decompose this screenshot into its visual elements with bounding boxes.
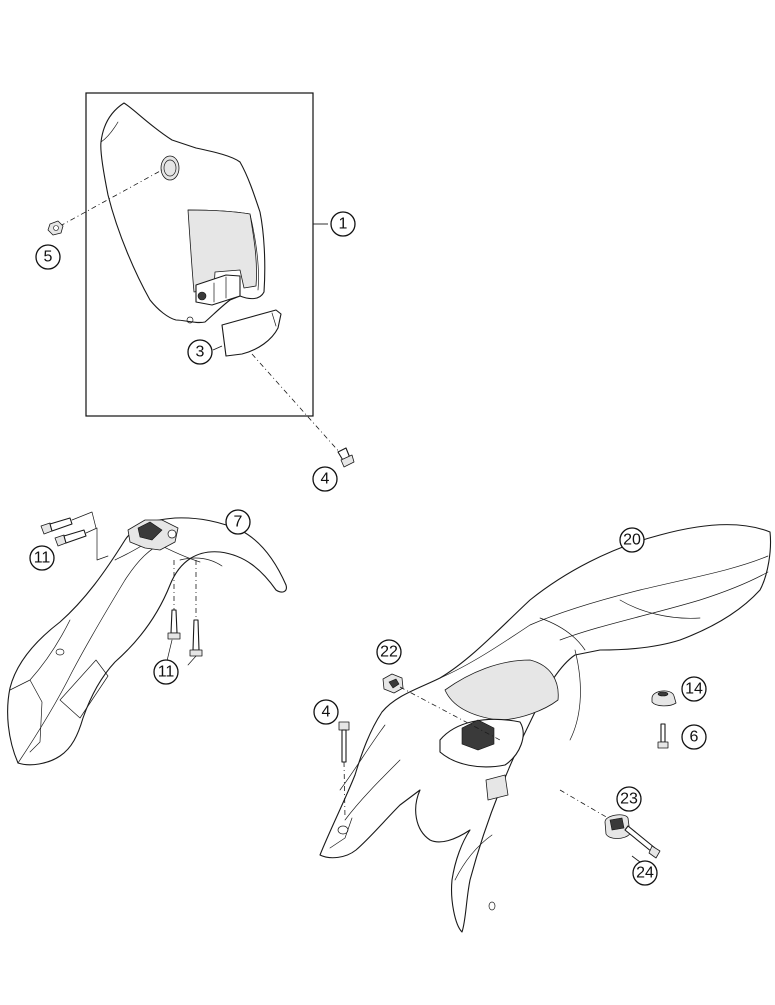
callout-1: 1: [330, 211, 356, 237]
callout-1-label: 1: [339, 216, 348, 233]
bushing-23: [604, 814, 631, 839]
leader-24: [631, 855, 641, 863]
rear-fender: [319, 524, 772, 933]
nut-22: [382, 673, 404, 694]
callout-4-top: 4: [312, 466, 338, 492]
assembly-frame: [85, 92, 314, 417]
leader-5-path: [59, 169, 163, 227]
leader-3: [212, 345, 223, 351]
leader-4b-path: [343, 761, 346, 819]
nut-5: [47, 220, 64, 236]
callout-11-bottom-label: 11: [158, 664, 175, 681]
callout-4-rear-label: 4: [322, 704, 331, 721]
leader-4a-path: [251, 353, 343, 456]
leader-23-path: [559, 789, 609, 819]
screw-4-rear: [338, 721, 350, 763]
screw-11-bottom-1: [167, 609, 181, 640]
callout-24-label: 24: [636, 865, 654, 882]
callout-3-label: 3: [196, 344, 205, 361]
callout-6-label: 6: [690, 729, 699, 746]
callout-11-top-label: 11: [34, 550, 51, 567]
screw-24: [624, 825, 661, 859]
callout-22: 22: [376, 639, 402, 665]
callout-24: 24: [632, 860, 658, 886]
callout-11-bottom: 11: [153, 659, 179, 685]
screw-11-top-2: [54, 529, 87, 547]
screw-6: [657, 723, 669, 749]
leader-22-path: [399, 686, 501, 741]
callout-14-label: 14: [685, 681, 703, 698]
callout-23: 23: [616, 786, 642, 812]
callout-3: 3: [187, 339, 213, 365]
callout-22-label: 22: [380, 644, 398, 661]
callout-7: 7: [225, 509, 251, 535]
callout-7-label: 7: [234, 514, 243, 531]
callout-4-rear: 4: [313, 699, 339, 725]
callout-5-label: 5: [44, 249, 53, 266]
callout-5: 5: [35, 244, 61, 270]
screw-11-top-1: [40, 517, 73, 535]
screw-11-bottom-2: [189, 619, 203, 657]
leader-11-top: [71, 511, 109, 561]
callout-23-label: 23: [620, 791, 638, 808]
callout-20: 20: [619, 527, 645, 553]
callout-6: 6: [681, 724, 707, 750]
number-plate: [100, 102, 266, 324]
callout-20-label: 20: [623, 532, 641, 549]
front-fender: [7, 517, 287, 766]
grommet-14: [651, 690, 677, 707]
callout-14: 14: [681, 676, 707, 702]
screw-4-top: [337, 447, 355, 468]
callout-11-top: 11: [29, 545, 55, 571]
cover-plate-3: [221, 309, 282, 357]
callout-4-top-label: 4: [321, 471, 330, 488]
